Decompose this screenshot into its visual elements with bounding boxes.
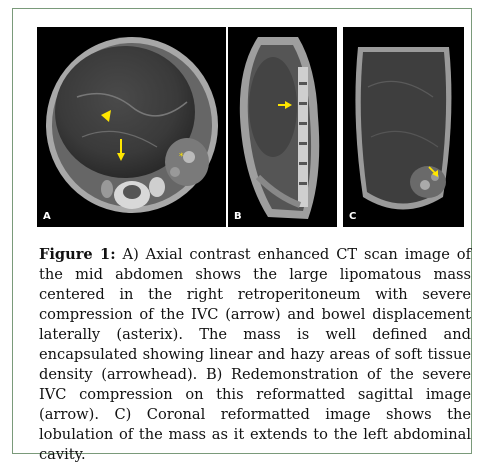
figure-caption: Figure 1: A) Axial contrast enhanced CT … — [39, 245, 471, 465]
panel-label-a: A — [43, 211, 51, 222]
sagittal-ct-image — [228, 27, 337, 227]
caption-label: Figure 1: — [39, 246, 116, 263]
sagittal-arrow — [285, 101, 292, 109]
arrowhead-marker — [101, 110, 111, 122]
panel-label-b: B — [234, 211, 242, 222]
ivc-arrow — [117, 153, 125, 161]
ct-panel-b: B — [228, 27, 337, 227]
coronal-ct-image — [343, 27, 464, 227]
panel-label-c: C — [349, 211, 357, 222]
coronal-arrow — [432, 170, 438, 177]
axial-ct-image: * — [37, 27, 226, 227]
asterix-marker: * — [179, 152, 184, 162]
ct-panel-a: * A — [37, 27, 226, 227]
figure-frame: * A B — [12, 8, 472, 463]
caption-text: A) Axial contrast enhanced CT scan image… — [39, 246, 471, 463]
ct-panel-c: C — [343, 27, 464, 227]
